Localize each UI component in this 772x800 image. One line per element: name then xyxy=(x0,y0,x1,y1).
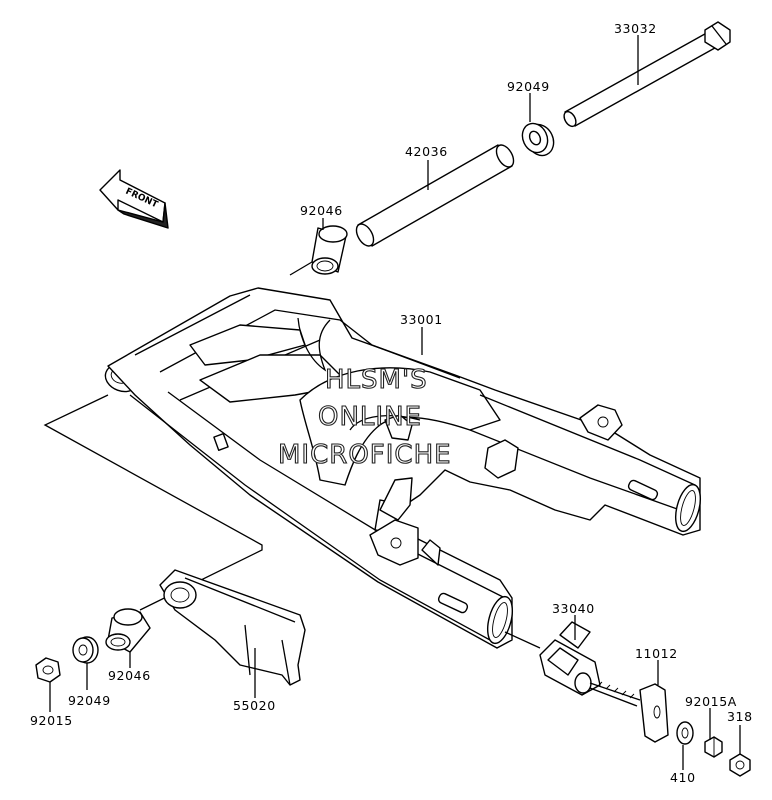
bearing-92046-top xyxy=(311,225,348,275)
label-33032: 33032 xyxy=(614,21,657,36)
nut-92015A xyxy=(704,736,723,758)
collar-42036 xyxy=(355,144,515,247)
washer-410 xyxy=(676,721,694,745)
chain-guard-55020 xyxy=(159,569,306,686)
washer-92049-top xyxy=(521,122,555,157)
label-318: 318 xyxy=(727,709,753,724)
label-92046-bottom: 92046 xyxy=(108,668,151,683)
leader-lines xyxy=(49,35,741,770)
watermark: HLSM'S ONLINE MICROFICHE xyxy=(277,364,452,470)
label-92015: 92015 xyxy=(30,713,73,728)
label-33040: 33040 xyxy=(552,601,595,616)
plate-11012 xyxy=(639,683,669,743)
adjuster-33040 xyxy=(539,621,641,707)
label-11012: 11012 xyxy=(635,646,678,661)
watermark-line-2: ONLINE xyxy=(318,402,422,432)
projection-lines xyxy=(43,261,541,649)
washer-92049-bottom xyxy=(72,636,99,664)
nut-318 xyxy=(729,753,751,777)
front-arrow-icon: FRONT xyxy=(99,169,169,229)
label-92015A: 92015A xyxy=(685,694,737,709)
label-92049-top: 92049 xyxy=(507,79,550,94)
axle-33032 xyxy=(563,21,731,128)
label-33001: 33001 xyxy=(400,312,443,327)
swingarm-33001 xyxy=(104,287,702,649)
label-92049-bottom: 92049 xyxy=(68,693,111,708)
label-55020: 55020 xyxy=(233,698,276,713)
bearing-92046-bottom xyxy=(105,608,151,653)
label-42036: 42036 xyxy=(405,144,448,159)
watermark-line-3: MICROFICHE xyxy=(278,440,452,470)
nut-92015 xyxy=(35,657,61,683)
label-92046-top: 92046 xyxy=(300,203,343,218)
watermark-line-1: HLSM'S xyxy=(325,365,428,395)
label-410: 410 xyxy=(670,770,696,785)
